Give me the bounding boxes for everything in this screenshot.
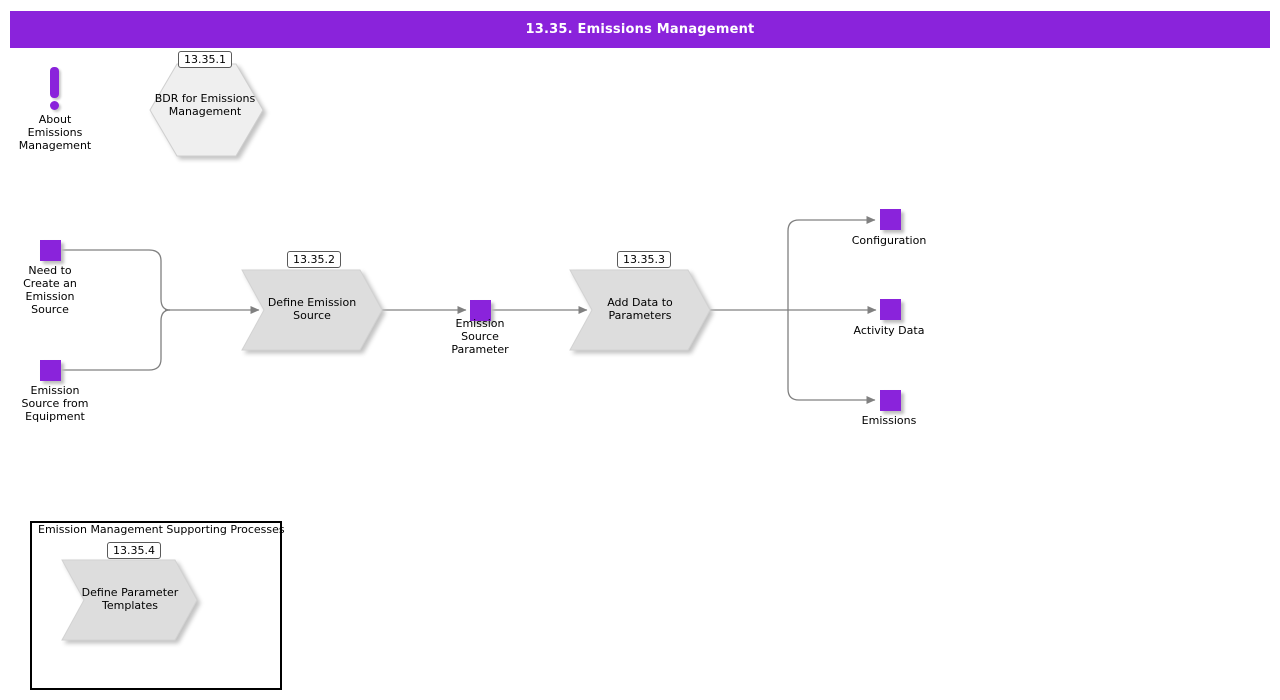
ref-box-13-35-4: 13.35.4	[107, 542, 161, 559]
page-title: 13.35. Emissions Management	[525, 22, 755, 37]
need-create-emission-source-square[interactable]	[40, 240, 61, 261]
connector-need-to-merge	[61, 249, 171, 311]
bdr-hexagon-shape[interactable]	[149, 63, 264, 157]
define-emission-source-chevron[interactable]	[241, 269, 383, 351]
diagram-title-bar: 13.35. Emissions Management	[10, 11, 1270, 48]
connector-branch-to-configuration	[787, 216, 876, 310]
activity-data-square[interactable]	[880, 299, 901, 320]
emission-source-parameter-square[interactable]	[470, 300, 491, 321]
define-parameter-templates-chevron[interactable]	[61, 559, 198, 641]
about-exclamation-icon[interactable]	[50, 67, 59, 98]
supporting-processes-title: Emission Management Supporting Processes	[38, 523, 285, 536]
connector-branch-to-emissions	[787, 310, 876, 404]
configuration-square[interactable]	[880, 209, 901, 230]
emissions-square[interactable]	[880, 390, 901, 411]
connector-equip-to-merge	[61, 309, 171, 371]
about-exclamation-dot-icon[interactable]	[50, 101, 59, 110]
ref-box-13-35-2: 13.35.2	[287, 251, 341, 268]
emission-source-from-equipment-square[interactable]	[40, 360, 61, 381]
ref-box-13-35-1: 13.35.1	[178, 51, 232, 68]
ref-box-13-35-3: 13.35.3	[617, 251, 671, 268]
add-data-to-parameters-chevron[interactable]	[569, 269, 711, 351]
